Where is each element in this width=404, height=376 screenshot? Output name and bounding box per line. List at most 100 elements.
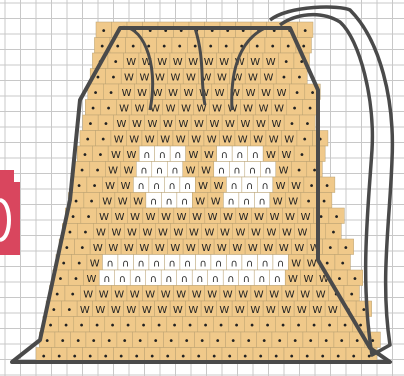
stitch-symbol: ∩	[231, 258, 238, 269]
stitch-symbol: •	[296, 320, 302, 331]
stitch-symbol: •	[254, 41, 260, 52]
stitch-symbol: •	[285, 41, 291, 52]
stitch-symbol: W	[90, 258, 100, 269]
stitch-symbol: W	[124, 165, 134, 176]
stitch-symbol: •	[215, 336, 221, 347]
stitch-symbol: •	[64, 243, 70, 254]
stitch-symbol: W	[191, 134, 201, 145]
stitch-symbol: W	[102, 196, 112, 207]
stitch-symbol: ∩	[165, 196, 172, 207]
stitch-symbol: W	[270, 212, 280, 223]
stitch-symbol: •	[331, 227, 337, 238]
stitch-symbol: •	[115, 41, 121, 52]
stitch-symbol: W	[208, 212, 218, 223]
stitch-symbol: •	[339, 336, 345, 347]
stitch-symbol: •	[304, 119, 310, 130]
stitch-symbol: •	[203, 320, 209, 331]
stitch-symbol: W	[192, 212, 202, 223]
stitch-symbol: W	[146, 212, 156, 223]
stitch-symbol: W	[236, 227, 246, 238]
stitch-symbol: •	[141, 320, 147, 331]
stitch-symbol: •	[234, 320, 240, 331]
stitch-symbol: W	[269, 134, 279, 145]
stitch-symbol: W	[201, 165, 211, 176]
stitch-symbol: W	[261, 88, 271, 99]
stitch-symbol: W	[284, 134, 294, 145]
stitch-symbol: W	[198, 181, 208, 192]
stitch-symbol: W	[215, 88, 225, 99]
stitch-symbol: W	[188, 305, 198, 316]
stitch-symbol: •	[342, 320, 348, 331]
stitch-symbol: W	[254, 212, 264, 223]
stitch-symbol: W	[304, 274, 314, 285]
stitch-symbol: •	[156, 320, 162, 331]
stitch-symbol: W	[114, 289, 124, 300]
stitch-symbol: W	[277, 88, 287, 99]
stitch-symbol: •	[354, 336, 360, 347]
stitch-symbol: W	[219, 57, 229, 68]
stitch-symbol: •	[306, 196, 312, 207]
stitch-symbol: W	[300, 289, 310, 300]
stitch-symbol: •	[187, 320, 193, 331]
stitch-symbol: W	[250, 57, 260, 68]
stitch-symbol: W	[223, 212, 233, 223]
stitch-symbol: ∩	[249, 165, 256, 176]
stitch-symbol: ∩	[143, 150, 150, 161]
stitch-symbol: W	[238, 289, 248, 300]
stitch-symbol: •	[321, 196, 327, 207]
stitch-symbol: •	[249, 320, 255, 331]
stitch-symbol: •	[103, 119, 109, 130]
stitch-symbol: ∩	[122, 258, 129, 269]
stitch-symbol: •	[277, 336, 283, 347]
stitch-symbol: •	[51, 305, 57, 316]
stitch-symbol: W	[126, 305, 136, 316]
stitch-symbol: •	[289, 119, 295, 130]
stitch-symbol: W	[288, 274, 298, 285]
stitch-symbol: W	[137, 88, 147, 99]
stitch-symbol: ∩	[174, 150, 181, 161]
stitch-symbol: W	[168, 88, 178, 99]
stitch-symbol: •	[85, 134, 91, 145]
stitch-symbol: W	[174, 227, 184, 238]
stitch-symbol: W	[285, 289, 295, 300]
stitch-symbol: W	[111, 150, 121, 161]
stitch-symbol: W	[170, 72, 180, 83]
stitch-symbol: •	[161, 41, 167, 52]
stitch-symbol: •	[106, 103, 112, 114]
stitch-symbol: ∩	[227, 274, 234, 285]
stitch-symbol: •	[310, 88, 316, 99]
stitch-symbol: ∩	[215, 258, 222, 269]
stitch-symbol: W	[108, 243, 118, 254]
stitch-symbol: •	[79, 165, 85, 176]
stitch-symbol: ∩	[236, 150, 243, 161]
stitch-symbol: ∩	[277, 258, 284, 269]
stitch-symbol: W	[248, 72, 258, 83]
stitch-symbol: •	[324, 258, 330, 269]
stitch-symbol: •	[265, 320, 271, 331]
stitch-symbol: W	[217, 72, 227, 83]
stitch-symbol: •	[327, 320, 333, 331]
stitch-symbol: ∩	[181, 274, 188, 285]
stitch-symbol: ∩	[252, 150, 259, 161]
stitch-symbol: W	[188, 150, 198, 161]
stitch-symbol: W	[127, 227, 137, 238]
stitch-symbol: W	[173, 305, 183, 316]
stitch-symbol: ∩	[171, 165, 178, 176]
stitch-symbol: W	[139, 243, 149, 254]
stitch-symbol: •	[99, 41, 105, 52]
stitch-symbol: W	[256, 119, 266, 130]
stitch-symbol: •	[70, 212, 76, 223]
stitch-symbol: •	[334, 212, 340, 223]
stitch-symbol: W	[281, 150, 291, 161]
stitch-symbol: W	[240, 119, 250, 130]
stitch-symbol: W	[186, 243, 196, 254]
stitch-symbol: •	[100, 134, 106, 145]
stitch-symbol: W	[163, 119, 173, 130]
stitch-symbol: W	[248, 243, 258, 254]
stitch-symbol: •	[75, 336, 81, 347]
stitch-symbol: W	[217, 243, 227, 254]
stitch-symbol: ∩	[218, 165, 225, 176]
stitch-symbol: •	[63, 320, 69, 331]
stitch-symbol: W	[207, 134, 217, 145]
